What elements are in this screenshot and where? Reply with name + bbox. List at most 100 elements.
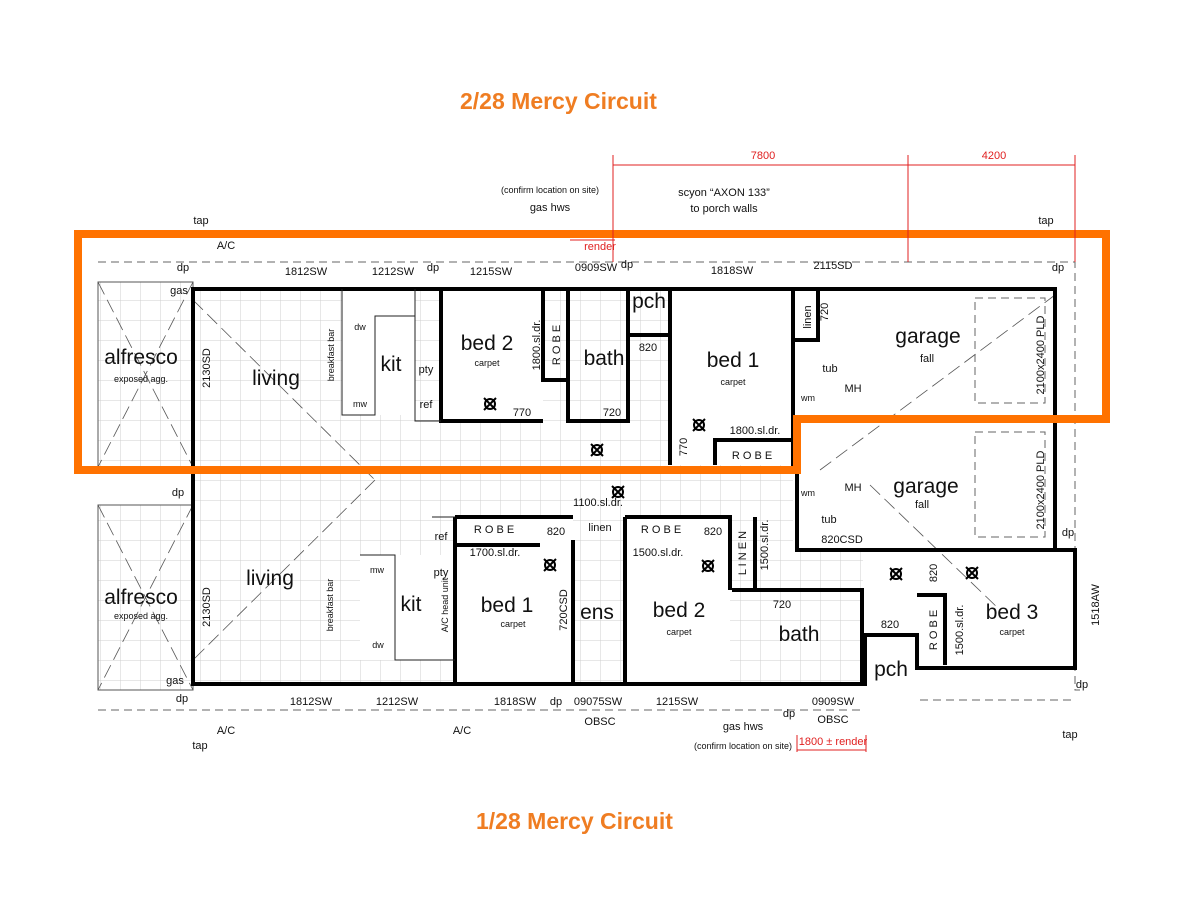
- hws-label: gas hws: [530, 202, 571, 214]
- dp-label: dp: [783, 708, 795, 720]
- linen-door-label: 1500.sl.dr.: [759, 520, 771, 571]
- ac-label: A/C: [453, 725, 471, 737]
- microwave-label: mw: [370, 565, 384, 575]
- door-label: 820: [547, 526, 565, 538]
- tub-label: tub: [821, 514, 836, 526]
- dishwasher-label: dw: [372, 640, 384, 650]
- fall-label: fall: [915, 499, 929, 511]
- render-dimension-bottom: 1800 ± render: [799, 736, 868, 748]
- door-label: 2130SD: [201, 587, 213, 627]
- window-label: 1212SW: [376, 696, 419, 708]
- unit-2-title: 2/28 Mercy Circuit: [460, 88, 657, 114]
- smoke-detector-icon: [590, 443, 604, 457]
- room-label-porch: pch: [874, 658, 908, 681]
- dimension-7800: 7800: [751, 150, 775, 162]
- pantry-label: pty: [419, 364, 434, 376]
- cladding-note: scyon “AXON 133”: [678, 187, 770, 199]
- fall-label: fall: [920, 353, 934, 365]
- ac-label: A/C: [217, 725, 235, 737]
- smoke-detector-icon: [692, 418, 706, 432]
- robe-label: R O B E: [641, 524, 681, 536]
- unit-1-labels: dp 1100.sl.dr. alfresco exposed agg. 213…: [104, 451, 1102, 752]
- unit-1-title: 1/28 Mercy Circuit: [476, 808, 673, 834]
- door-label: 2115SD: [814, 260, 853, 272]
- door-label: 720CSD: [558, 589, 570, 631]
- gas-label: gas: [166, 675, 184, 687]
- linen-label: linen: [588, 522, 611, 534]
- window-label: 1818SW: [711, 265, 754, 277]
- room-label-garage: garage: [895, 325, 960, 348]
- manhole-label: MH: [844, 383, 861, 395]
- garage-door-label: 2100x2400 PLD: [1035, 316, 1047, 395]
- unit-2-labels: tap A/C dp gas 1812SW 1212SW dp 1215SW 0…: [104, 185, 1064, 462]
- smoke-detector-icon: [483, 397, 497, 411]
- tub-label: tub: [822, 363, 837, 375]
- render-label: render: [584, 241, 616, 253]
- ac-head-unit-label: A/C head unit: [440, 577, 450, 632]
- pantry-label: pty: [434, 567, 449, 579]
- obscure-glass-label: OBSC: [817, 714, 848, 726]
- tap-label: tap: [1062, 729, 1077, 741]
- room-label-garage: garage: [893, 475, 958, 498]
- dp-label: dp: [172, 487, 184, 499]
- room-label-ensuite: ens: [580, 601, 614, 624]
- window-label: 0909SW: [575, 262, 618, 274]
- room-label-alfresco: alfresco: [104, 586, 178, 609]
- room-label-living: living: [246, 567, 294, 590]
- robe-door-label: 1500.sl.dr.: [954, 605, 966, 656]
- door-label: 720: [773, 599, 791, 611]
- robe-label: R O B E: [928, 610, 940, 650]
- dp-label: dp: [550, 696, 562, 708]
- room-label-bed-2: bed 2: [653, 599, 706, 622]
- window-label: 09075SW: [574, 696, 623, 708]
- linen-label: L I N E N: [737, 531, 749, 575]
- floor-finish: carpet: [999, 627, 1025, 637]
- dp-label: dp: [1062, 527, 1074, 539]
- linen-label: linen: [802, 305, 814, 328]
- robe-door-label: 1800.sl.dr.: [730, 425, 781, 437]
- cladding-note: to porch walls: [690, 203, 758, 215]
- room-label-bed-1: bed 1: [481, 594, 534, 617]
- fridge-label: ref: [435, 531, 449, 543]
- washing-machine-label: wm: [800, 488, 815, 498]
- garage-door-label: 2100x2400 PLD: [1035, 451, 1047, 530]
- tap-label: tap: [1038, 215, 1053, 227]
- window-label: 1212SW: [372, 266, 415, 278]
- breakfast-bar-label: breakfast bar: [326, 329, 336, 382]
- washing-machine-label: wm: [800, 393, 815, 403]
- dp-label: dp: [621, 259, 633, 271]
- room-label-bed-1: bed 1: [707, 349, 760, 372]
- smoke-detector-icon: [543, 558, 557, 572]
- room-label-bed-3: bed 3: [986, 601, 1039, 624]
- manhole-label: MH: [844, 482, 861, 494]
- fridge-label: ref: [420, 399, 434, 411]
- door-label: 770: [513, 407, 531, 419]
- hws-note: (confirm location on site): [694, 741, 792, 751]
- tap-label: tap: [192, 740, 207, 752]
- room-label-living: living: [252, 367, 300, 390]
- breakfast-bar-label: breakfast bar: [325, 579, 335, 632]
- robe-door-label: 1500.sl.dr.: [633, 547, 684, 559]
- floor-finish: carpet: [666, 627, 692, 637]
- robe-label: R O B E: [551, 325, 563, 365]
- window-label: 1818SW: [494, 696, 537, 708]
- dp-label: dp: [177, 262, 189, 274]
- dp-label: dp: [427, 262, 439, 274]
- tap-label: tap: [193, 215, 208, 227]
- floor-finish: carpet: [474, 358, 500, 368]
- robe-label: R O B E: [474, 524, 514, 536]
- window-label: 1215SW: [656, 696, 699, 708]
- smoke-detector-icon: [889, 567, 903, 581]
- floor-finish: exposed agg.: [114, 611, 168, 621]
- robe-door-label: 1700.sl.dr.: [470, 547, 521, 559]
- door-label: 720: [819, 303, 831, 321]
- hws-label: gas hws: [723, 721, 764, 733]
- window-label: 1812SW: [285, 266, 328, 278]
- window-label: 1215SW: [470, 266, 513, 278]
- hws-note: (confirm location on site): [501, 185, 599, 195]
- ac-label: A/C: [217, 240, 235, 252]
- window-label: 0909SW: [812, 696, 855, 708]
- floor-finish: carpet: [720, 377, 746, 387]
- smoke-detector-icons: [483, 397, 979, 581]
